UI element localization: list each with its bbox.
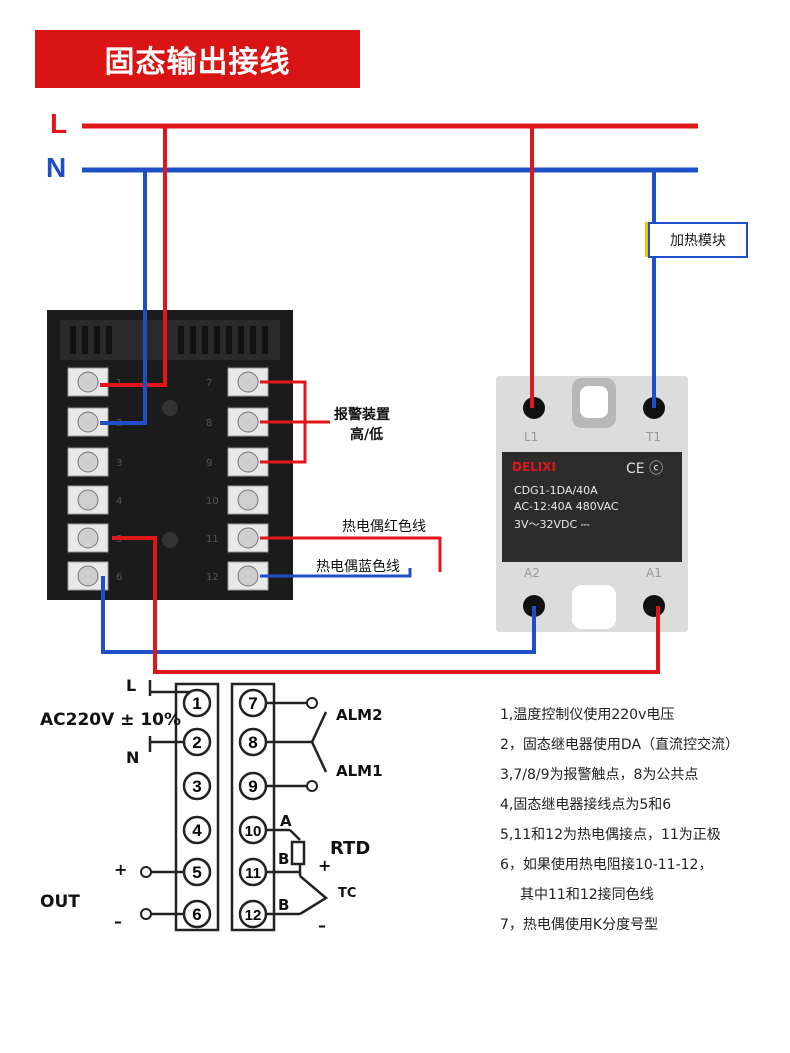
- schematic-terminal-number: 5: [192, 863, 201, 882]
- screw-head: [77, 411, 99, 433]
- ssr-brand: DELIXI: [512, 460, 556, 474]
- note-4: 4,固态继电器接线点为5和6: [500, 797, 672, 813]
- schematic: [146, 680, 329, 932]
- schematic-L: L: [126, 676, 137, 695]
- schematic-alm1: ALM1: [336, 762, 383, 780]
- screw-head: [77, 527, 99, 549]
- schematic-minus-tc: –: [318, 916, 326, 935]
- terminal-number: 6: [116, 572, 122, 583]
- terminal-number: 9: [206, 458, 212, 469]
- ssr-a2-to-terminal-6: [101, 576, 536, 654]
- terminal-number: 8: [206, 418, 212, 429]
- schematic-plus-out: +: [114, 860, 128, 879]
- terminal-number: 12: [206, 572, 219, 583]
- screw-head: [77, 489, 99, 511]
- terminal-number: 7: [206, 378, 212, 389]
- screw-head: [77, 565, 99, 587]
- schematic-terminal-number: 2: [192, 733, 201, 752]
- ssr-terminal-a2: A2: [524, 566, 540, 580]
- schematic-B1: B: [278, 850, 290, 868]
- page-title: 固态输出接线: [35, 30, 360, 88]
- schematic-terminal-circle: [238, 771, 268, 801]
- screw-head: [237, 371, 259, 393]
- schematic-terminal-number: 12: [245, 907, 262, 924]
- ssr-rating: AC-12:40A 480VAC: [514, 500, 619, 513]
- screw-head: [237, 451, 259, 473]
- screw-head: [77, 371, 99, 393]
- schematic-terminal-number: 9: [248, 777, 257, 796]
- neutral-line-label: N: [46, 152, 67, 183]
- screw-head: [77, 451, 99, 473]
- screw-head: [237, 489, 259, 511]
- schematic-B2: B: [278, 896, 290, 914]
- schematic-terminal-circle: [238, 899, 268, 929]
- schematic-terminal-circle: [238, 815, 268, 845]
- alarm-wires: [260, 380, 330, 464]
- live-line-label: L: [50, 108, 68, 139]
- schematic-terminal-circle: [238, 857, 268, 887]
- ssr-terminal-l1: L1: [524, 430, 539, 444]
- note-6: 6，如果使用热电阻接10-11-12，: [500, 857, 713, 873]
- ssr-ce-mark: CE ⓒ: [626, 461, 664, 477]
- schematic-terminal-number: 11: [245, 865, 261, 882]
- tc-blue-wire: [260, 568, 412, 578]
- schematic-rtd: RTD: [330, 838, 371, 859]
- note-5: 5,11和12为热电偶接点，11为正极: [500, 827, 721, 843]
- note-1: 1,温度控制仪使用220v电压: [500, 707, 675, 723]
- terminal-number: 10: [206, 496, 219, 507]
- terminal-number: 4: [116, 496, 122, 507]
- schematic-terminal-circle: [182, 771, 212, 801]
- ssr-terminal-t1: T1: [646, 430, 661, 444]
- schematic-tc: TC: [338, 886, 357, 901]
- note-2: 2，固态继电器使用DA（直流控交流）: [500, 737, 740, 753]
- terminal-number: 3: [116, 458, 122, 469]
- ssr-terminal-a1: A1: [646, 566, 662, 580]
- schematic-terminal-dots: [140, 697, 318, 920]
- schematic-terminal-number: 4: [192, 821, 202, 840]
- schematic-terminal-circle: [238, 688, 268, 718]
- schematic-terminal-number: 10: [245, 823, 262, 840]
- note-3: 3,7/8/9为报警触点，8为公共点: [500, 767, 699, 783]
- tc-red-label: 热电偶红色线: [342, 519, 426, 535]
- schematic-terminal-circle: [238, 727, 268, 757]
- schematic-terminal-circle: [182, 899, 212, 929]
- schematic-terminal-circle: [182, 727, 212, 757]
- heater-module-label: 加热模块: [648, 222, 748, 258]
- ssr-control: 3V～32VDC ⎓: [514, 518, 590, 531]
- ssr-a1-to-terminal-5: [112, 536, 660, 674]
- note-6-cont: 其中11和12接同色线: [520, 887, 654, 903]
- schematic-minus-out: –: [114, 912, 122, 931]
- screw-head: [237, 527, 259, 549]
- schematic-terminal-circle: [182, 857, 212, 887]
- schematic-A: A: [280, 812, 292, 830]
- schematic-terminal-circle: [182, 688, 212, 718]
- schematic-N: N: [126, 748, 140, 767]
- screw-head: [237, 411, 259, 433]
- terminal-number: 11: [206, 534, 219, 545]
- schematic-supply: AC220V ± 10%: [40, 710, 182, 730]
- alarm-device-line2: 高/低: [350, 427, 384, 443]
- schematic-out: OUT: [40, 892, 80, 912]
- live-to-terminal-1: [100, 126, 167, 387]
- ssr-body: [496, 376, 688, 632]
- neutral-to-terminal-2: [100, 170, 147, 425]
- note-7: 7，热电偶使用K分度号型: [500, 917, 659, 933]
- schematic-alm2: ALM2: [336, 706, 383, 724]
- schematic-terminal-number: 6: [192, 905, 201, 924]
- schematic-terminal-circle: [182, 815, 212, 845]
- alarm-device-line1: 报警装置: [334, 407, 390, 423]
- schematic-plus-tc: +: [318, 856, 332, 875]
- schematic-terminal-number: 7: [248, 694, 257, 713]
- tc-red-wire: [260, 536, 442, 572]
- schematic-terminal-number: 8: [248, 733, 257, 752]
- ssr-model: CDG1-1DA/40A: [514, 484, 598, 497]
- schematic-terminal-number: 1: [192, 694, 201, 713]
- screw-head: [237, 565, 259, 587]
- tc-blue-label: 热电偶蓝色线: [316, 559, 400, 575]
- schematic-terminal-number: 3: [192, 777, 201, 796]
